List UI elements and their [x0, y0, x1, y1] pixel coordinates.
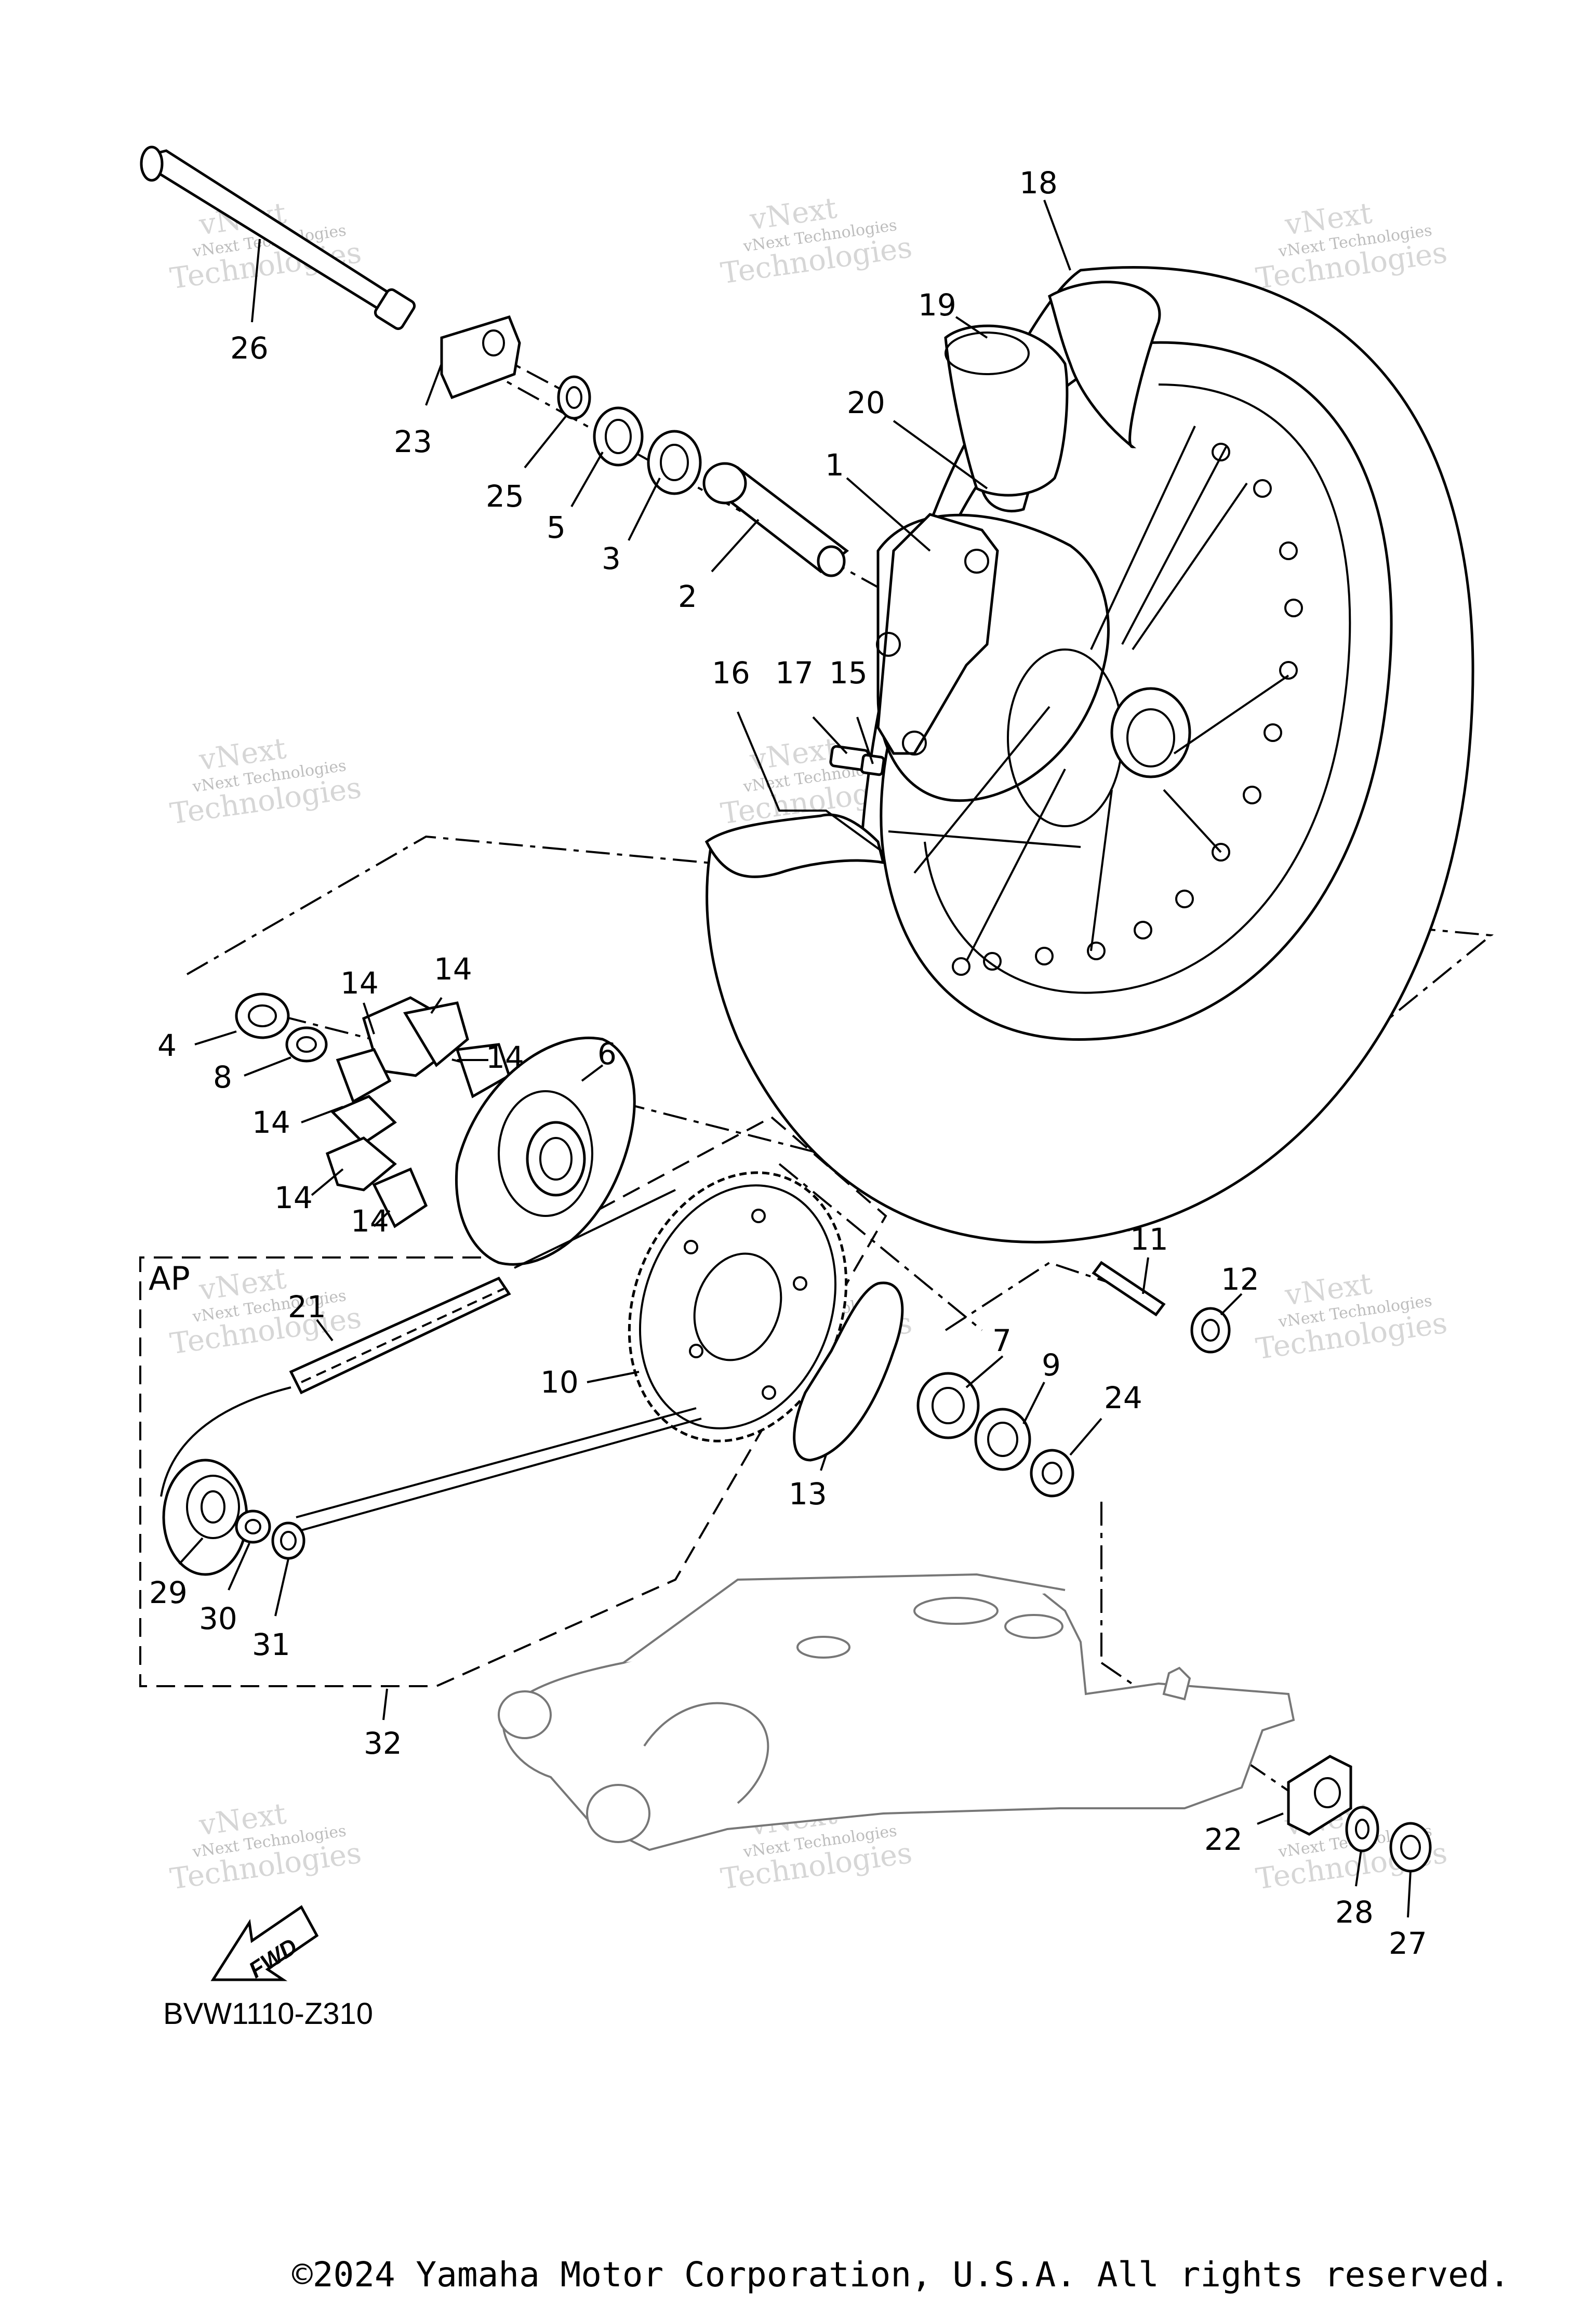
part-27-nut [1389, 1822, 1432, 1873]
copyright: ©2024 Yamaha Motor Corporation, U.S.A. A… [292, 2255, 1510, 2295]
callout-25: 25 [486, 479, 524, 514]
part-10-sprocket [628, 1171, 848, 1442]
callout-14: 14 [351, 1203, 389, 1239]
callouts: 1 2 3 4 5 6 7 8 9 10 11 12 13 14 14 14 1… [149, 165, 1427, 1961]
callout-6: 6 [597, 1036, 617, 1071]
part-8-collar [285, 1026, 328, 1063]
watermark: vNext vNext Technologies Technologies [719, 191, 914, 291]
part-7-bearing [916, 1372, 980, 1439]
part-21-chain [289, 1276, 511, 1395]
part-4-bearing [235, 992, 290, 1039]
rear-wheel [704, 266, 1474, 1244]
spokes [888, 426, 1289, 962]
callout-18: 18 [1019, 165, 1058, 201]
part-2-spacer [702, 462, 849, 577]
part-26-axle [140, 145, 416, 330]
callout-11: 11 [1130, 1222, 1168, 1257]
part-18-tire-section [1047, 281, 1161, 448]
watermark: vNext vNext Technologies Technologies [168, 1262, 363, 1361]
callout-14: 14 [274, 1180, 313, 1215]
callout-31: 31 [252, 1627, 290, 1662]
right-side-parts [916, 1261, 1231, 1498]
lower-right-parts [1287, 1755, 1432, 1873]
callout-24: 24 [1104, 1380, 1142, 1415]
part-30-washer [235, 1509, 271, 1544]
callout-3: 3 [602, 541, 621, 576]
part-29-drive-sprocket [162, 1459, 248, 1576]
callout-32: 32 [364, 1726, 402, 1761]
watermark: vNext vNext Technologies Technologies [168, 732, 363, 831]
callout-15: 15 [829, 655, 868, 691]
part-19-tube [944, 324, 1069, 497]
callout-12: 12 [1221, 1262, 1259, 1297]
callout-16: 16 [712, 655, 750, 691]
part-12-nut [1190, 1307, 1231, 1354]
part-23-plate [440, 315, 521, 400]
callout-5: 5 [547, 510, 566, 545]
part-13-plate [793, 1281, 904, 1462]
part-31-nut [271, 1521, 305, 1560]
valve-assembly [829, 745, 885, 776]
part-22-plate [1287, 1755, 1352, 1836]
part-24-collar [1030, 1449, 1074, 1498]
ap-label: AP [149, 1260, 190, 1297]
part-6-driven-hub [455, 1037, 636, 1266]
sprocket-line [778, 1163, 983, 1331]
callout-20: 20 [847, 385, 885, 420]
callout-14: 14 [434, 951, 472, 987]
callout-1: 1 [825, 447, 844, 483]
fwd-arrow: FWD [210, 1905, 319, 1983]
watermark: vNext vNext Technologies Technologies [1254, 1267, 1449, 1367]
callout-14: 14 [340, 965, 379, 1001]
callout-2: 2 [678, 579, 697, 614]
rim-spoke-holes [952, 443, 1303, 976]
part-9-seal [974, 1408, 1031, 1471]
axle-parts [140, 145, 849, 577]
callout-28: 28 [1335, 1895, 1374, 1930]
callout-8: 8 [213, 1060, 232, 1095]
watermark: vNext vNext Technologies Technologies [1254, 196, 1449, 296]
chain-lower-run [296, 1407, 697, 1518]
leader-lines [178, 200, 1412, 1918]
callout-19: 19 [918, 287, 956, 323]
callout-17: 17 [775, 655, 814, 691]
callout-27: 27 [1389, 1926, 1427, 1961]
callout-14: 14 [252, 1105, 290, 1140]
callout-13: 13 [789, 1476, 827, 1512]
callout-7: 7 [992, 1323, 1012, 1358]
part-28-washer [1345, 1806, 1379, 1852]
callout-26: 26 [230, 330, 269, 366]
callout-29: 29 [149, 1575, 188, 1610]
callout-9: 9 [1042, 1347, 1061, 1383]
part-25-collar [557, 375, 591, 420]
watermark: vNext vNext Technologies Technologies [168, 1797, 363, 1897]
part-11-stud [1092, 1261, 1166, 1317]
swingarm-phantom [498, 1573, 1295, 1851]
diagram-code: BVW1110-Z310 [163, 1997, 373, 2031]
chain-loop [160, 1386, 291, 1497]
ap-assembly-box: AP [139, 1116, 887, 1687]
callout-4: 4 [157, 1028, 177, 1063]
cush-drive [235, 992, 636, 1266]
callout-30: 30 [199, 1601, 237, 1636]
callout-23: 23 [394, 424, 432, 459]
callout-21: 21 [288, 1289, 326, 1325]
part-3-bearing [647, 430, 702, 495]
part-5-seal [593, 406, 644, 467]
drive-train [160, 1171, 904, 1576]
callout-22: 22 [1204, 1822, 1243, 1857]
callout-10: 10 [540, 1365, 579, 1400]
callout-14: 14 [486, 1040, 524, 1075]
hub-bearing-boss [1110, 687, 1191, 778]
